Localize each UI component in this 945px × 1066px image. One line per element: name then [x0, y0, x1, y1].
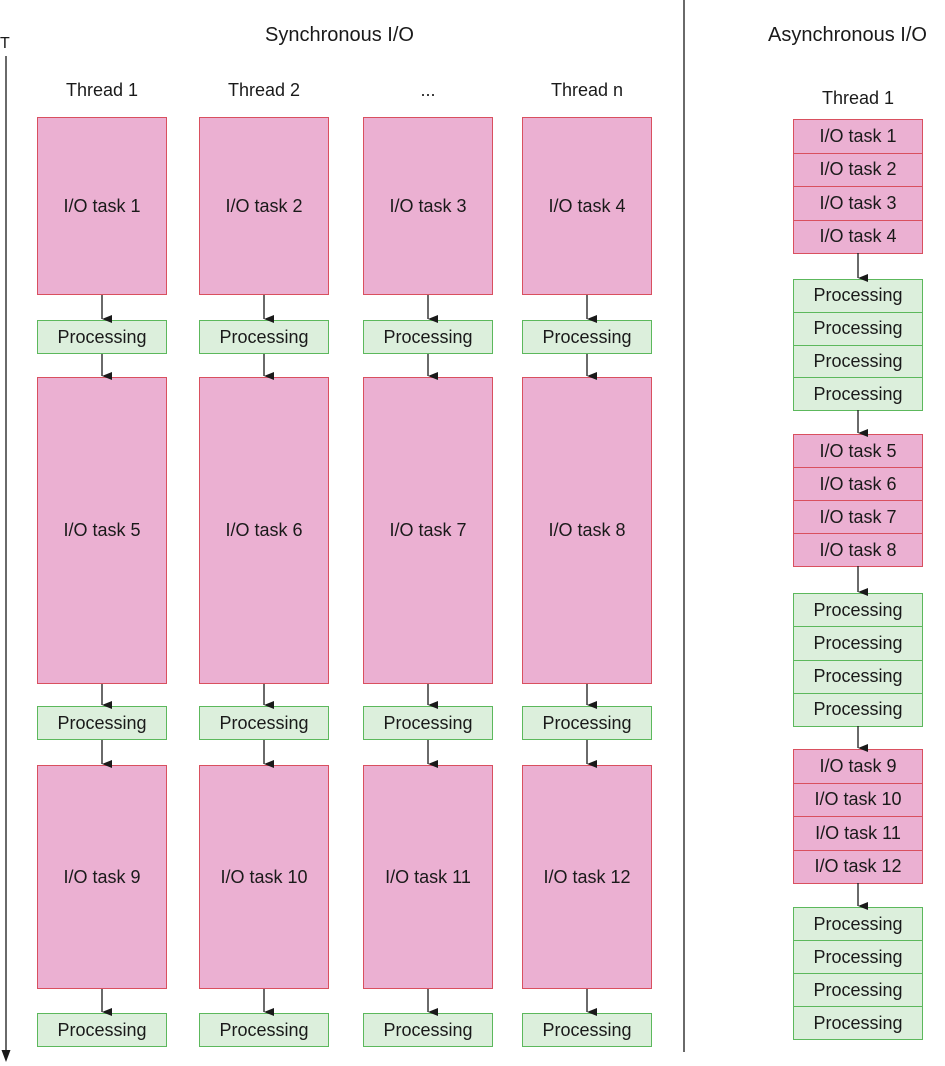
sync-processing-box: Processing: [199, 706, 329, 740]
async-io-task-box: I/O task 5: [793, 434, 923, 468]
async-io-task-box: I/O task 6: [793, 467, 923, 501]
sync-io-task-box: I/O task 5: [37, 377, 167, 684]
sync-io-task-box: I/O task 7: [363, 377, 493, 684]
sync-processing-box: Processing: [37, 706, 167, 740]
sync-io-task-box: I/O task 2: [199, 117, 329, 295]
async-io-task-box: I/O task 11: [793, 816, 923, 851]
sync-processing-box: Processing: [363, 320, 493, 354]
sync-processing-box: Processing: [363, 1013, 493, 1047]
sync-processing-box: Processing: [37, 1013, 167, 1047]
async-io-task-box: I/O task 2: [793, 152, 923, 187]
async-title: Asynchronous I/O: [768, 24, 927, 46]
async-processing-box: Processing: [793, 626, 923, 661]
async-processing-box: Processing: [793, 377, 923, 411]
async-io-task-box: I/O task 7: [793, 500, 923, 534]
async-processing-box: Processing: [793, 973, 923, 1007]
sync-title: Synchronous I/O: [265, 24, 414, 46]
sync-io-task-box: I/O task 11: [363, 765, 493, 989]
async-processing-box: Processing: [793, 593, 923, 628]
async-processing-box: Processing: [793, 659, 923, 694]
sync-io-task-box: I/O task 6: [199, 377, 329, 684]
async-processing-box: Processing: [793, 1006, 923, 1040]
thread-header-1: Thread 1: [65, 80, 139, 100]
flow-arrows: [101, 253, 868, 1016]
time-axis-arrowhead: [1, 1050, 11, 1062]
thread-header-2: Thread 2: [227, 80, 301, 100]
sync-io-task-box: I/O task 3: [363, 117, 493, 295]
async-thread-header: Thread 1: [821, 88, 895, 108]
async-processing-box: Processing: [793, 940, 923, 974]
time-axis-label: T: [0, 35, 10, 52]
sync-io-task-box: I/O task 8: [522, 377, 652, 684]
thread-header-ellipsis: ...: [420, 80, 436, 100]
async-io-task-box: I/O task 12: [793, 849, 923, 884]
sync-processing-box: Processing: [37, 320, 167, 354]
sync-io-task-box: I/O task 1: [37, 117, 167, 295]
sync-io-task-box: I/O task 12: [522, 765, 652, 989]
sync-processing-box: Processing: [363, 706, 493, 740]
sync-processing-box: Processing: [199, 320, 329, 354]
sync-processing-box: Processing: [522, 706, 652, 740]
sync-processing-box: Processing: [522, 320, 652, 354]
sync-io-task-box: I/O task 9: [37, 765, 167, 989]
async-io-task-box: I/O task 10: [793, 782, 923, 817]
async-io-task-box: I/O task 3: [793, 186, 923, 221]
sync-io-task-box: I/O task 4: [522, 117, 652, 295]
thread-header-n: Thread n: [550, 80, 624, 100]
